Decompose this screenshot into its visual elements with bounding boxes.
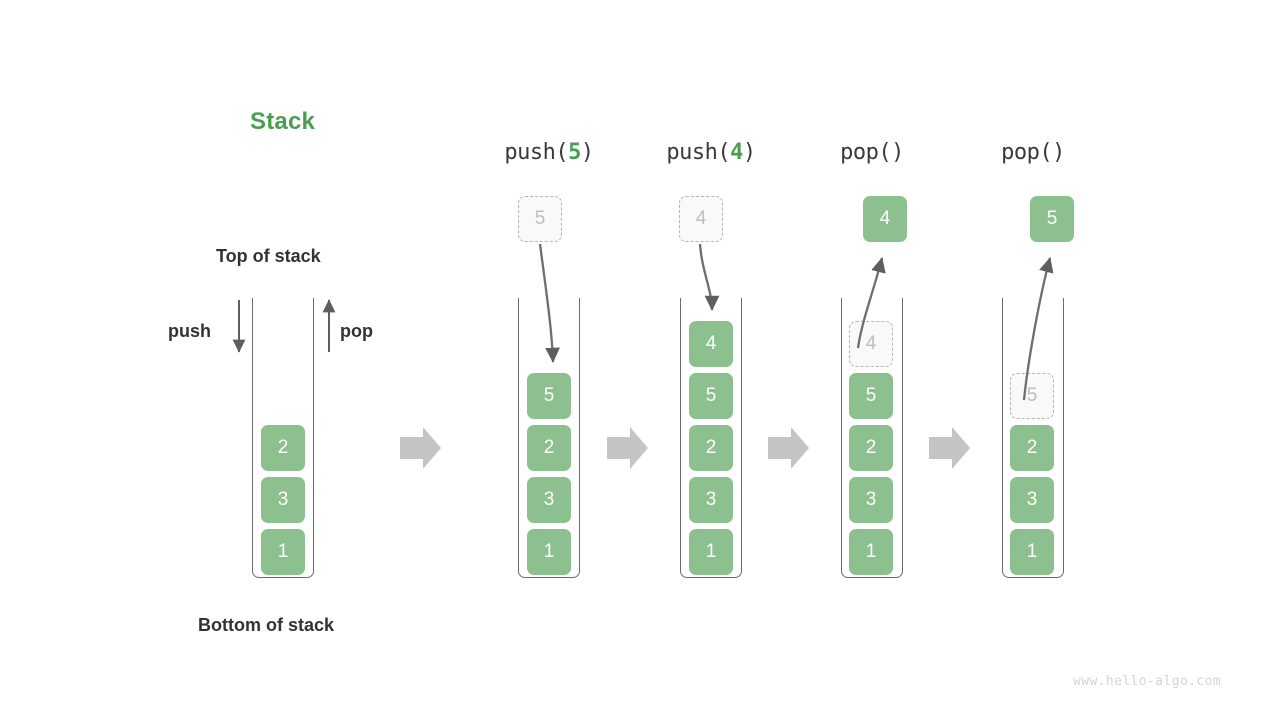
header-arg: 5 (568, 140, 581, 165)
stack-element: 5 (527, 373, 571, 419)
stack-element: 1 (689, 529, 733, 575)
bottom-of-stack-label: Bottom of stack (198, 615, 335, 635)
header-arg: 4 (730, 140, 743, 165)
stack-element: 3 (527, 477, 571, 523)
page-title: Stack (250, 108, 316, 135)
stack-element: 2 (849, 425, 893, 471)
transition-arrow-icon (400, 427, 441, 469)
incoming-element-ghost: 4 (679, 196, 723, 242)
stack-container-pop-1 (841, 298, 903, 578)
stack-element: 2 (527, 425, 571, 471)
panel-header-push-4: push(4) (611, 140, 811, 165)
header-suffix: ) (580, 140, 594, 165)
stack-container-push-5 (518, 298, 580, 578)
stack-element: 1 (1010, 529, 1054, 575)
stack-element: 2 (261, 425, 305, 471)
stack-element: 5 (689, 373, 733, 419)
transition-arrow-icon (768, 427, 809, 469)
stack-element-ghost: 5 (1010, 373, 1054, 419)
stack-element: 3 (261, 477, 305, 523)
stack-container-initial (252, 298, 314, 578)
transition-arrow-icon (607, 427, 648, 469)
stack-element: 1 (261, 529, 305, 575)
transition-arrow-icon (929, 427, 970, 469)
panel-header-push-5: push(5) (449, 140, 649, 165)
header-text: pop() (840, 140, 904, 165)
stack-element: 1 (527, 529, 571, 575)
watermark: www.hello-algo.com (1073, 674, 1222, 689)
stack-element: 2 (689, 425, 733, 471)
header-text: push( (504, 140, 569, 165)
stack-container-pop-2 (1002, 298, 1064, 578)
top-of-stack-label: Top of stack (216, 246, 321, 266)
stack-element-ghost: 4 (849, 321, 893, 367)
header-suffix: ) (742, 140, 756, 165)
stack-container-push-4 (680, 298, 742, 578)
push-label: push (168, 321, 211, 341)
popped-element: 4 (863, 196, 907, 242)
stack-element: 3 (689, 477, 733, 523)
stack-element: 3 (1010, 477, 1054, 523)
stack-element: 3 (849, 477, 893, 523)
stack-element: 2 (1010, 425, 1054, 471)
stack-element: 5 (849, 373, 893, 419)
header-text: push( (666, 140, 731, 165)
stack-element: 4 (689, 321, 733, 367)
panel-header-pop-1: pop() (772, 140, 972, 165)
popped-element: 5 (1030, 196, 1074, 242)
header-text: pop() (1001, 140, 1065, 165)
incoming-element-ghost: 5 (518, 196, 562, 242)
pop-label: pop (340, 321, 373, 341)
panel-header-pop-2: pop() (933, 140, 1133, 165)
stack-element: 1 (849, 529, 893, 575)
